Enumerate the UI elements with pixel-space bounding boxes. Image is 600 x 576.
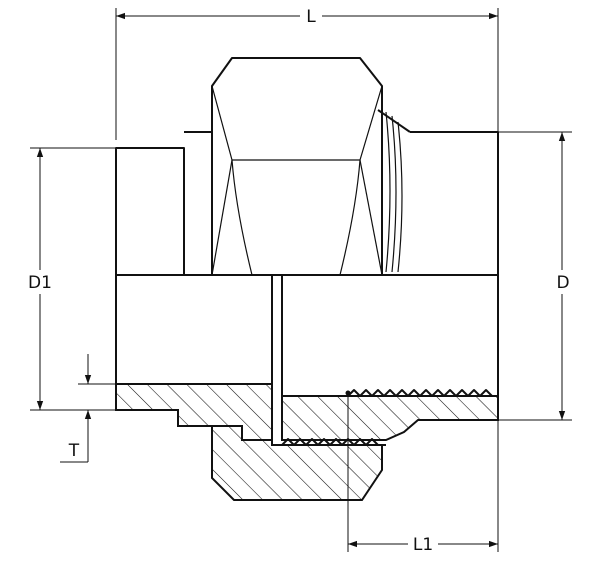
dim-socket-diameter: D1 <box>24 147 116 411</box>
label-overall-length: L <box>306 7 316 27</box>
label-socket-diameter: D1 <box>28 273 52 293</box>
left-tailpiece-section <box>115 383 273 441</box>
right-tailpiece-outline <box>410 131 499 276</box>
hex-nut <box>211 57 383 276</box>
dim-thread-length: L1 <box>345 390 499 555</box>
right-tailpiece-section <box>281 395 499 441</box>
label-thread-length: L1 <box>413 535 433 555</box>
internal-thread <box>281 438 386 446</box>
section-hatching <box>115 383 499 501</box>
collar-rings <box>385 111 403 273</box>
label-outer-diameter: D <box>556 273 569 293</box>
exterior-view <box>115 8 499 440</box>
dim-outer-diameter: D <box>498 131 574 421</box>
external-thread <box>347 389 498 397</box>
dim-overall-length: L <box>116 4 498 27</box>
dim-wall-thickness: T <box>60 354 116 463</box>
label-wall-thickness: T <box>68 441 80 461</box>
left-tailpiece-outline <box>115 147 185 276</box>
